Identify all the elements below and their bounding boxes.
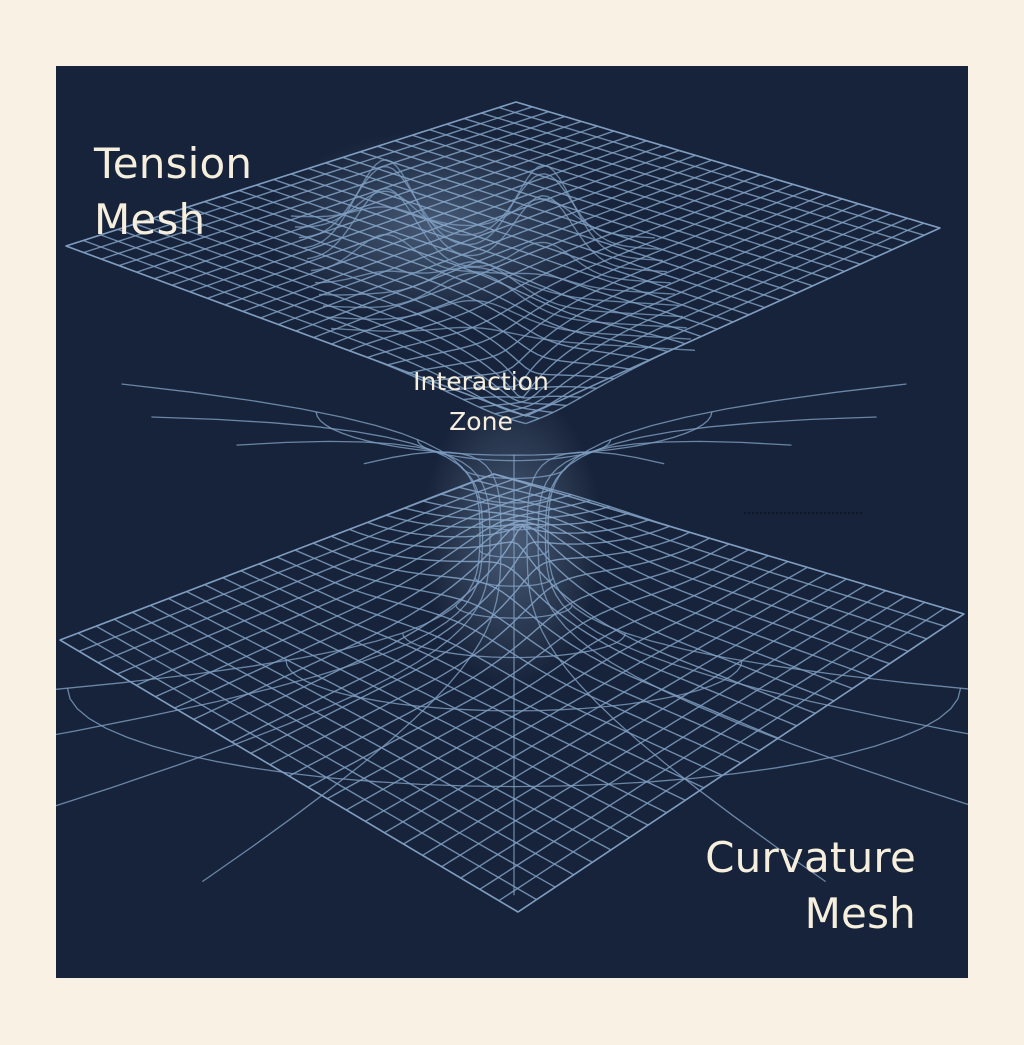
neck-ring bbox=[474, 577, 554, 587]
neck-glow bbox=[422, 386, 602, 686]
peak-contour bbox=[326, 299, 692, 340]
mesh-diagram bbox=[56, 101, 968, 913]
neck-ring bbox=[66, 688, 962, 788]
interaction-zone-label: Interaction Zone bbox=[356, 362, 606, 442]
neck-ring bbox=[455, 605, 573, 619]
neck-ring bbox=[416, 439, 612, 462]
top-mesh-line-b bbox=[445, 203, 859, 392]
top-mesh-line-b bbox=[479, 212, 892, 408]
top-mesh-line-b bbox=[463, 207, 876, 401]
top-mesh-line-b bbox=[426, 198, 843, 383]
neck-ring bbox=[315, 411, 713, 456]
neck-rib bbox=[547, 383, 968, 690]
neck-ring bbox=[479, 522, 549, 531]
peak-contour bbox=[322, 272, 688, 329]
interaction-zone-label-line1: Interaction bbox=[413, 367, 549, 396]
tension-mesh-label-line1: Tension bbox=[94, 139, 253, 188]
peak-contour bbox=[310, 233, 676, 295]
neck-ring bbox=[476, 494, 552, 504]
top-mesh-line-b bbox=[509, 222, 924, 420]
curvature-mesh-label-line2: Mesh bbox=[804, 889, 916, 938]
top-mesh-line-a bbox=[498, 106, 925, 236]
bottom-mesh-line-b bbox=[441, 590, 887, 868]
top-mesh-line-a bbox=[481, 112, 909, 244]
neck-ring bbox=[402, 632, 626, 659]
top-mesh-line-b bbox=[494, 217, 908, 415]
neck-ring bbox=[461, 466, 567, 480]
peak-contour bbox=[318, 261, 684, 318]
bottom-mesh-line-b bbox=[498, 607, 945, 902]
peak-contour bbox=[330, 326, 696, 351]
peak-contour bbox=[302, 159, 668, 273]
bottom-mesh-line-b bbox=[479, 601, 926, 890]
curvature-mesh-label: Curvature Mesh bbox=[656, 830, 916, 942]
top-mesh-line-a bbox=[463, 117, 893, 251]
neck-ring bbox=[478, 549, 550, 559]
interaction-zone-funnel bbox=[56, 383, 968, 896]
bottom-mesh-edge bbox=[59, 473, 965, 913]
peak-contour bbox=[295, 173, 660, 250]
diagram-panel: Tension Mesh Interaction Zone Curvature … bbox=[56, 66, 968, 978]
tension-mesh-label-line2: Mesh bbox=[94, 195, 206, 244]
curvature-mesh-label-line1: Curvature bbox=[705, 833, 916, 882]
tension-mesh-label: Tension Mesh bbox=[94, 136, 252, 248]
divider-dash bbox=[744, 512, 862, 514]
peak-contour bbox=[290, 198, 656, 239]
interaction-zone-label-line2: Zone bbox=[449, 407, 513, 436]
tension-peaks bbox=[266, 131, 696, 351]
bottom-mesh-line-b bbox=[460, 595, 906, 879]
neck-ring bbox=[285, 660, 743, 712]
top-mesh-line-b bbox=[386, 188, 810, 366]
top-mesh-line-b bbox=[406, 193, 827, 375]
peak-contour bbox=[314, 266, 680, 307]
